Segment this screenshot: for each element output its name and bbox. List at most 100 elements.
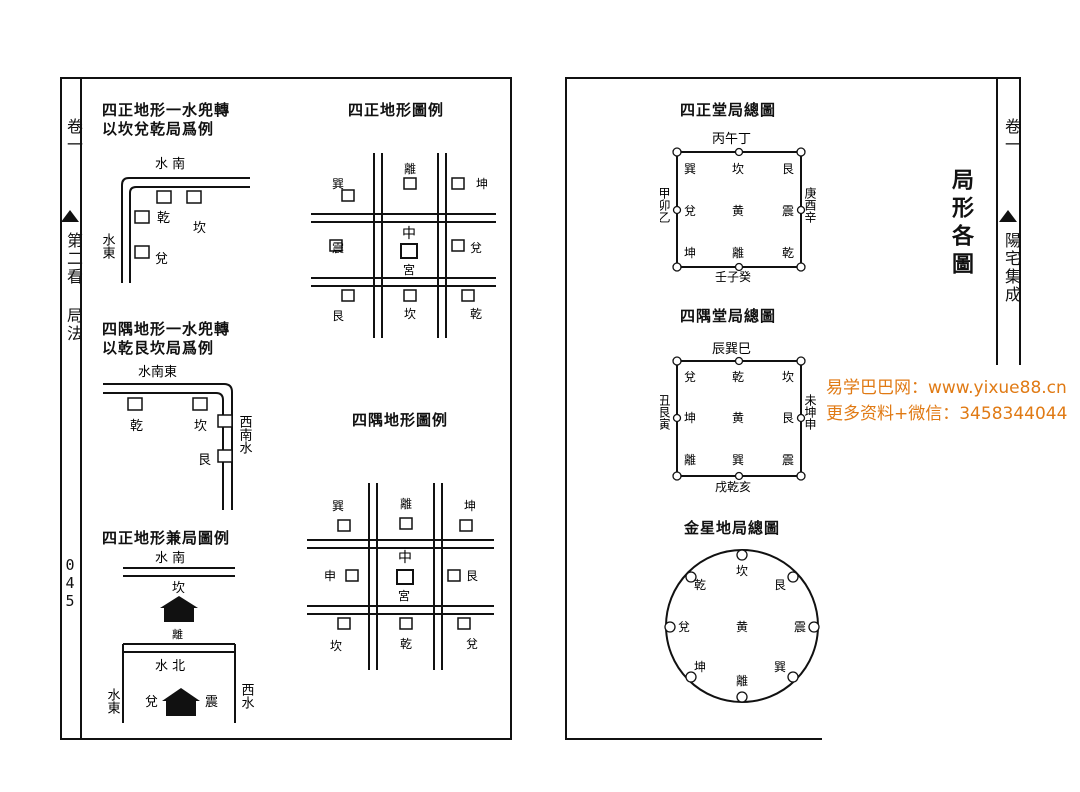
d3-title: 四正地形兼局圖例 (102, 529, 231, 547)
left-volume-label: 卷一 (64, 118, 83, 154)
sq2-cell-mc: 黄 (732, 411, 744, 425)
g1-cell-tr: 坤 (476, 176, 488, 191)
d2-house-icons (127, 397, 233, 463)
d1-label-qian: 乾 (157, 211, 170, 226)
sq1-cell-br: 乾 (782, 246, 794, 260)
sq1-cell-bl: 坤 (684, 245, 696, 260)
g2-center-house-icon (396, 569, 414, 585)
d1-water-left: 水東 (100, 233, 116, 259)
sq2-cell-mr: 艮 (782, 411, 794, 425)
g2-cell-mr: 艮 (466, 569, 478, 583)
g2-center-top: 中 (398, 550, 412, 566)
sq1-top-label: 丙午丁 (712, 132, 751, 147)
d3-label-kan: 坎 (172, 581, 185, 596)
g1-center-top: 中 (402, 226, 416, 242)
circ-diagram: 坎 乾 艮 兌 黄 震 坤 巽 離 (664, 549, 820, 703)
sq1-title: 四正堂局總圖 (680, 101, 777, 119)
sq1-cell-ml: 兌 (684, 204, 696, 218)
g2-cell-bc: 乾 (400, 637, 412, 651)
g1-cell-bl: 艮 (332, 309, 344, 323)
g1-cell-tl: 巽 (332, 177, 344, 191)
sq1-bottom-label: 壬子癸 (715, 270, 751, 284)
circ-tr: 艮 (774, 578, 786, 592)
left-margin-rule (80, 77, 82, 738)
left-section-label: 第二看 局法 (64, 232, 83, 343)
g2-cell-ml: 申 (324, 569, 336, 583)
g2-cell-br: 兌 (466, 637, 478, 651)
sq1-cell-bc: 離 (732, 246, 744, 260)
sq2-cell-tr: 坎 (782, 370, 794, 384)
g2-cell-tl: 巽 (332, 499, 344, 513)
circ-bottom: 離 (736, 674, 748, 688)
g1-cell-ml: 震 (332, 241, 344, 255)
g2-title: 四隅地形圖例 (352, 411, 449, 429)
g1-cell-tc: 離 (404, 162, 416, 176)
watermark-bg (822, 365, 1074, 755)
sq2-bottom-label: 戌乾亥 (715, 480, 751, 494)
d2-water-right: 西南水 (237, 415, 253, 454)
g1-center-house-icon (400, 243, 418, 259)
g1-title: 四正地形圖例 (348, 101, 445, 119)
right-vertical-title: 局形各圖 (948, 168, 973, 280)
sq2-top-label: 辰巽巳 (712, 342, 751, 357)
d1-title-line2: 以坎兌乾局爲例 (102, 120, 215, 138)
d3-label-li: 離 (172, 627, 183, 641)
g2-house-icons (337, 517, 473, 630)
d2-label-kan: 坎 (194, 419, 207, 434)
g1-cell-br: 乾 (470, 307, 482, 321)
left-section-arrow (61, 210, 79, 222)
g1-cell-mr: 兌 (470, 241, 482, 255)
left-page-number: 045 (61, 556, 79, 610)
sq1-right-label: 庚酉辛 (803, 186, 817, 223)
right-section-arrow (999, 210, 1017, 222)
sq2-diagram: 辰巽巳 丑艮寅 未坤申 戌乾亥 兌 乾 坎 坤 黄 艮 離 巽 震 (660, 342, 817, 494)
circ-tl: 乾 (694, 578, 706, 592)
d1-water-top: 水 南 (155, 156, 185, 172)
circ-left: 兌 (678, 620, 690, 634)
sq2-cell-bc: 巽 (732, 453, 744, 467)
d3-house-bottom-icon (162, 688, 200, 716)
sq2-right-label: 未坤申 (803, 394, 817, 430)
d3-label-dui: 兌 (145, 695, 158, 710)
d2-label-qian: 乾 (130, 419, 143, 434)
sq2-cell-bl: 離 (684, 453, 696, 467)
d2-title-line1: 四隅地形一水兜轉 (102, 320, 231, 338)
d1-house-icons (134, 190, 202, 259)
sq2-cell-br: 震 (782, 453, 794, 467)
circ-br: 巽 (774, 660, 786, 674)
g2-cell-bl: 坎 (330, 639, 342, 653)
circ-title: 金星地局總圖 (684, 519, 781, 537)
d3-house-top-icon (160, 596, 198, 622)
sq2-cell-tc: 乾 (732, 370, 744, 384)
g2-cell-tc: 離 (400, 497, 412, 511)
sq1-cell-tr: 艮 (782, 162, 794, 176)
sq1-diagram: 丙午丁 甲卯乙 庚酉辛 壬子癸 巽 坎 艮 兌 黄 震 坤 離 乾 (660, 132, 817, 284)
d1-diagram: 水 南 水東 乾 坎 兌 (100, 156, 250, 283)
d1-label-dui: 兌 (155, 252, 168, 267)
sq2-cell-ml: 坤 (684, 410, 696, 425)
g2-center-bottom: 宮 (398, 588, 410, 603)
right-volume-label: 卷一 (1002, 118, 1021, 154)
watermark-line2: 更多资料+微信：3458344044 (826, 404, 1068, 424)
d3-water-right: 西水 (239, 683, 255, 709)
d2-water-top: 水南東 (138, 364, 177, 380)
d2-diagram: 水南東 西南水 乾 坎 艮 (103, 364, 253, 510)
sq2-left-label: 丑艮寅 (660, 394, 671, 431)
d1-label-kan: 坎 (193, 221, 206, 236)
sq1-cell-tc: 坎 (732, 162, 744, 176)
d2-title-line2: 以乾艮坎局爲例 (102, 339, 215, 357)
circ-right: 震 (794, 620, 806, 634)
g1-center-bottom: 宮 (403, 262, 415, 277)
circ-top: 坎 (736, 564, 748, 578)
right-section-label: 陽宅集成 (1002, 232, 1021, 304)
sq1-left-label: 甲卯乙 (660, 187, 671, 223)
g1-cell-bc: 坎 (404, 307, 416, 321)
d3-diagram: 水 南 坎 離 水 北 水東 西水 兌 震 (105, 550, 255, 723)
sq2-cell-tl: 兌 (684, 370, 696, 384)
sq1-cell-tl: 巽 (684, 162, 696, 176)
d3-water-top: 水 南 (155, 550, 185, 566)
g1-house-icons (329, 177, 475, 302)
g2-cell-tr: 坤 (464, 498, 476, 513)
g1-grid: 中 宮 巽 離 坤 震 兌 艮 坎 乾 (311, 153, 496, 338)
circ-center: 黄 (736, 620, 748, 634)
